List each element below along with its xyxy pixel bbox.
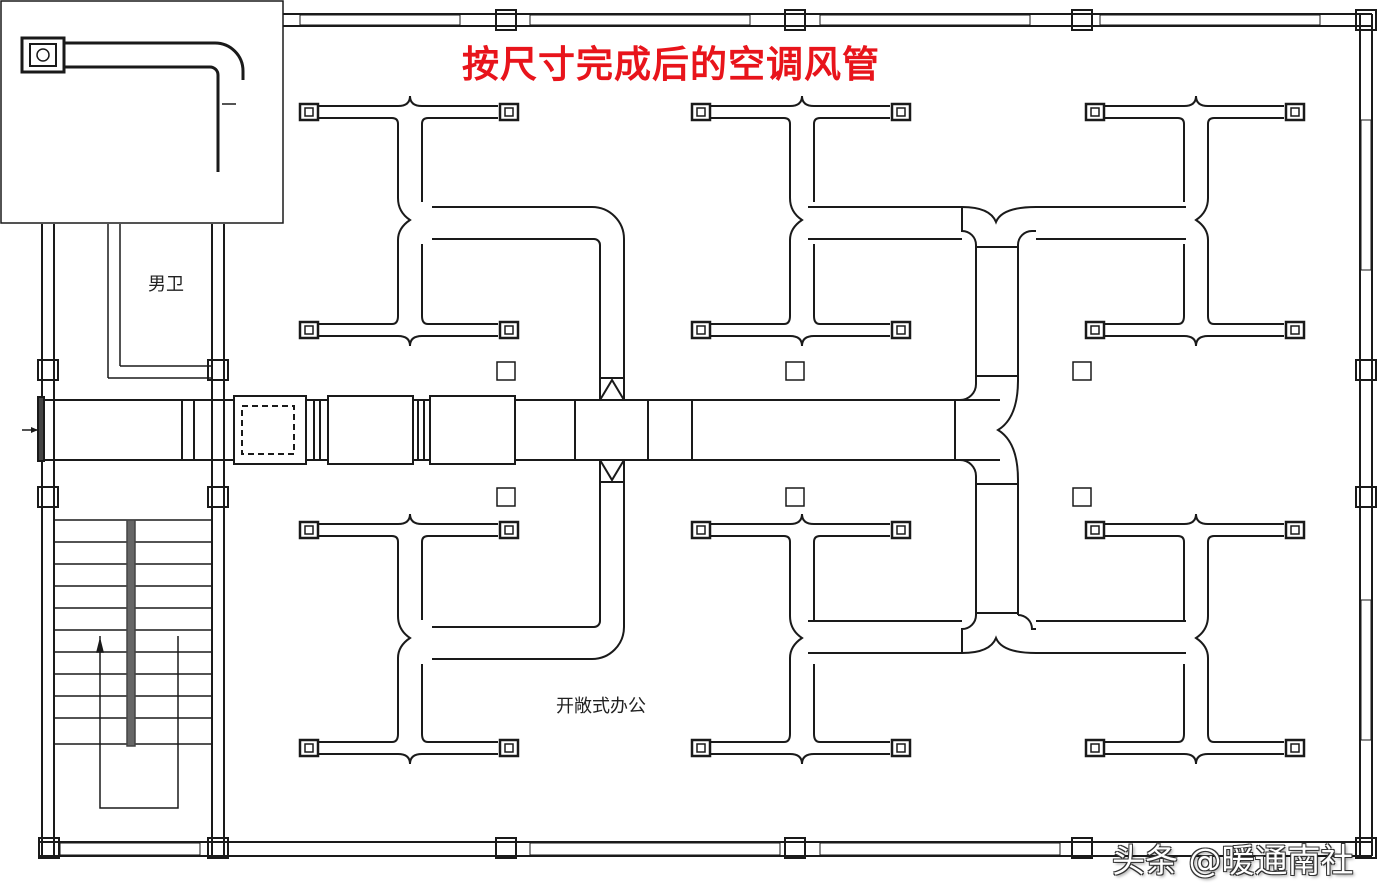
staircase xyxy=(53,519,213,809)
air-diffuser xyxy=(890,320,912,340)
air-diffuser xyxy=(1284,320,1306,340)
branch-group-top-middle xyxy=(710,95,890,347)
air-diffuser xyxy=(498,738,520,758)
branch-group-bottom-right xyxy=(1104,513,1284,765)
main-trunk-duct xyxy=(22,395,1000,465)
branch-group-top-left xyxy=(318,95,498,347)
building-walls xyxy=(37,9,1377,859)
air-diffuser xyxy=(498,102,520,122)
air-diffuser xyxy=(690,520,712,540)
right-branch-duct xyxy=(808,206,1186,654)
air-diffuser xyxy=(890,520,912,540)
air-diffuser xyxy=(298,520,320,540)
page-title: 按尺寸完成后的空调风管 xyxy=(462,43,880,86)
air-diffuser xyxy=(690,320,712,340)
air-diffuser xyxy=(1084,102,1106,122)
air-diffuser xyxy=(1284,102,1306,122)
branch-group-bottom-left xyxy=(318,513,498,765)
legend-inset xyxy=(0,0,284,224)
branch-group-top-right xyxy=(1104,95,1284,347)
air-diffuser xyxy=(1084,320,1106,340)
air-diffuser xyxy=(1284,738,1306,758)
air-diffuser xyxy=(1284,520,1306,540)
left-branch-duct xyxy=(432,206,625,660)
air-diffuser xyxy=(690,102,712,122)
diffuser-group xyxy=(298,102,1306,758)
air-diffuser xyxy=(1084,738,1106,758)
restroom-label: 男卫 xyxy=(148,274,184,295)
open-office-label: 开敞式办公 xyxy=(556,696,646,717)
air-diffuser xyxy=(690,738,712,758)
air-diffuser xyxy=(298,738,320,758)
watermark: 头条 @暖通南社 xyxy=(1112,841,1354,880)
air-diffuser xyxy=(498,320,520,340)
air-diffuser xyxy=(1084,520,1106,540)
branch-group-bottom-middle xyxy=(710,513,890,765)
air-diffuser xyxy=(890,102,912,122)
air-diffuser xyxy=(498,520,520,540)
restroom-room xyxy=(107,224,212,379)
air-diffuser xyxy=(890,738,912,758)
air-diffuser xyxy=(298,320,320,340)
air-diffuser xyxy=(298,102,320,122)
